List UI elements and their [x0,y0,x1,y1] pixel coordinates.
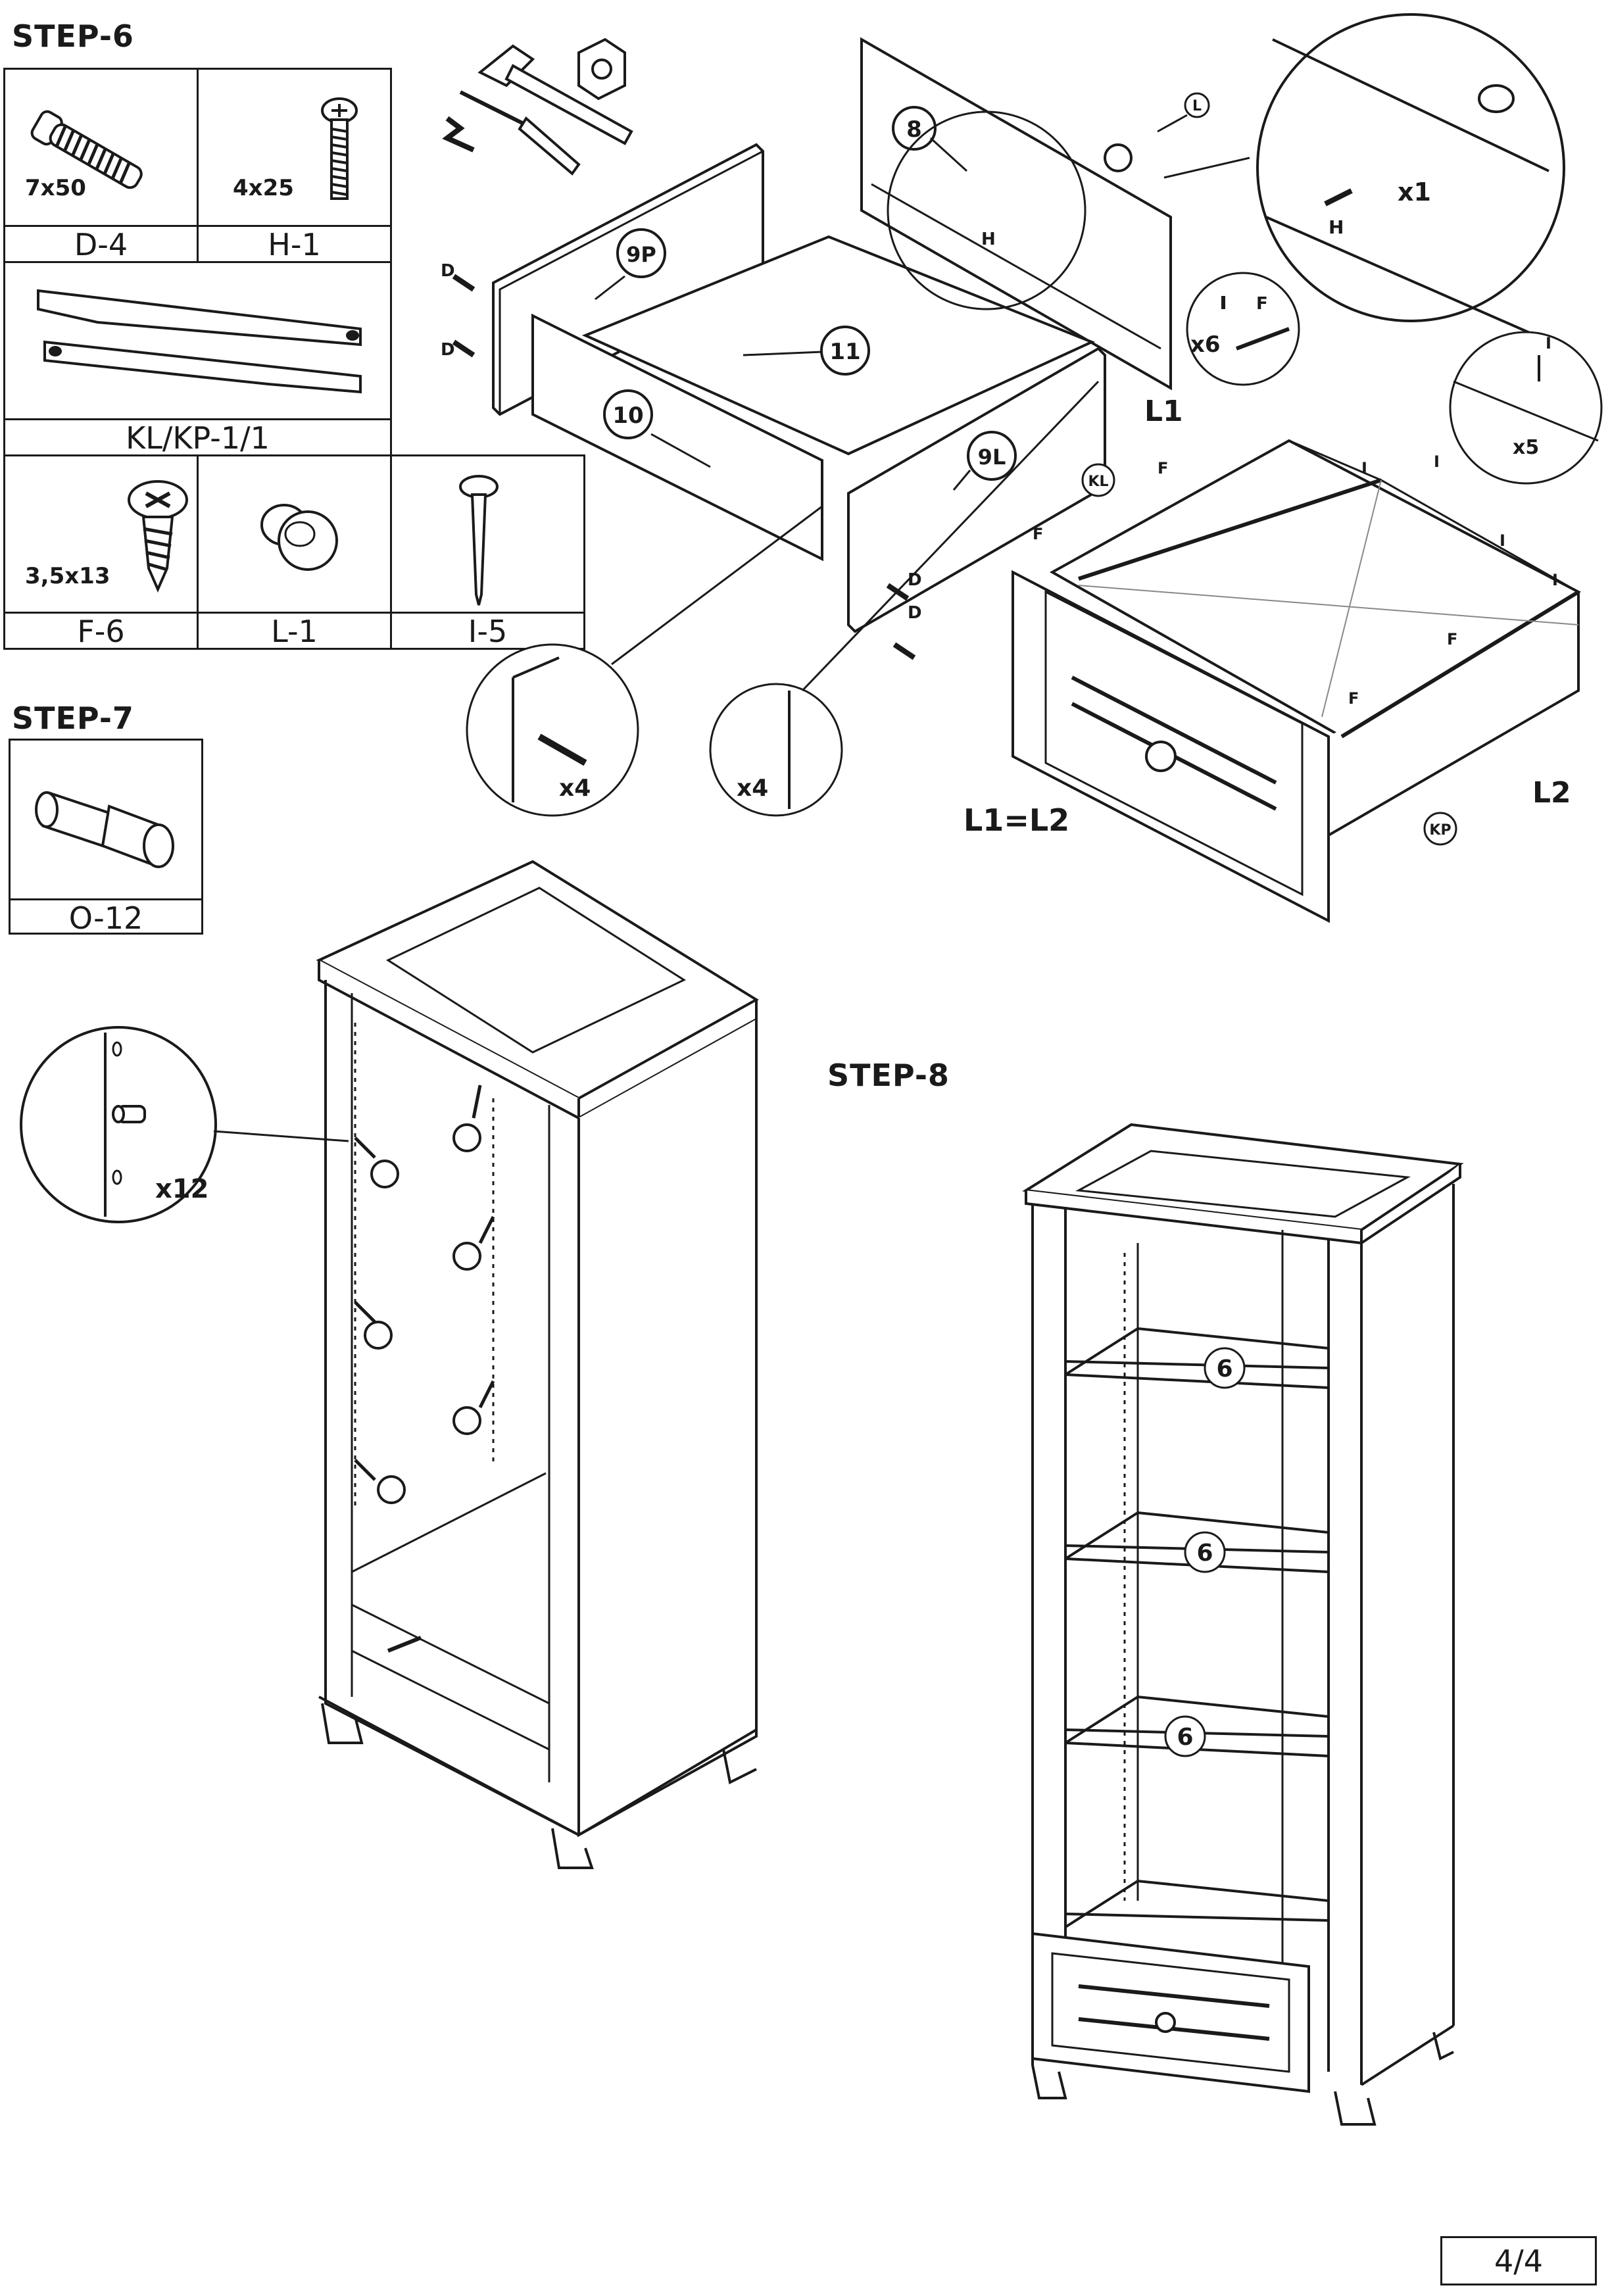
detail-i-circle: I x5 [1449,331,1603,485]
i-mark-2: I [1434,452,1440,471]
panel-8 [860,37,1172,391]
shelf-pin-code: O-12 [11,898,201,937]
cabinet-step-7 [316,860,759,1869]
tools-illustration [442,37,633,176]
hardware-cell-l: L-1 [197,454,392,650]
part-9p-label: 9P [626,242,656,267]
wood-screw-icon [128,480,188,593]
step-6-title: STEP-6 [12,18,134,54]
drawer-runner-icon [37,289,362,394]
l1-label: L1 [1144,395,1183,428]
d-label-4: D [908,603,922,623]
bracket-icon [577,37,626,101]
detail-f-circle: x6 F [1186,272,1300,386]
x1-label: x1 [1398,178,1431,207]
detail-dowel-circle [466,643,639,817]
d-label-2: D [441,340,455,360]
drawer-knob-step8 [1155,2012,1176,2033]
f-mark-3: F [1447,630,1457,648]
knob-code: L-1 [199,612,390,652]
i-mark-3: I [1500,531,1505,550]
f-mark-1: F [1033,525,1043,543]
kl-callout: KL [1088,474,1108,490]
drawer-knob [1145,741,1177,772]
shelf-label-1: 6 [1216,1356,1232,1382]
hardware-cell-kl: KL/KP-1/1 [3,261,392,456]
f-detail-label: F [1256,294,1268,314]
wood-screw-code: F-6 [5,612,197,652]
i-detail-label: I [1546,334,1551,353]
i-mark-1: I [1361,459,1367,477]
d-label-3: D [908,570,922,590]
machine-screw-icon [321,97,358,200]
shelf-label-3: 6 [1177,1724,1193,1751]
f-mark-2: F [1158,459,1168,477]
wood-screw-size: 3,5x13 [25,563,110,589]
step-7-title: STEP-7 [12,700,134,736]
d-label-1: D [441,261,455,281]
screw-size: 4x25 [233,175,294,201]
l-callout: L [1192,98,1202,114]
shelf-pin-icon [35,791,174,868]
panel-10 [531,313,823,562]
part-11-label: 11 [829,339,860,365]
l1-equals-l2: L1=L2 [964,802,1070,838]
knob-mark [1104,143,1133,172]
allen-key-icon [442,116,475,153]
x5-label: x5 [1513,436,1539,459]
knob-icon [260,504,338,571]
hardware-cell-i: I-5 [390,454,585,650]
x4-label-2: x4 [737,775,768,802]
hardware-cell-o: O-12 [9,739,203,937]
dowel-size: 7x50 [25,175,86,201]
h-detail-label: H [1329,216,1344,238]
page-number: 4/4 [1440,2236,1597,2285]
hammer-icon [477,44,633,145]
x12-label: x12 [155,1174,209,1204]
x6-label: x6 [1190,331,1221,358]
part-8-label: 8 [906,116,922,143]
screwdriver-icon [459,90,581,176]
detail-cam-circle [709,683,843,817]
step-8-title: STEP-8 [827,1058,950,1093]
cabinet-step-8: 6 6 6 [1022,1123,1464,2126]
shelf-label-2: 6 [1196,1540,1213,1567]
l2-label: L2 [1532,776,1571,810]
kp-callout: KP [1429,822,1451,839]
x4-label-1: x4 [559,775,591,802]
detail-pin-circle [20,1026,349,1223]
drawer-assembled: L1 L2 KL KP F F F F I I I I [1012,395,1582,923]
hardware-cell-d: 7x50 D-4 [3,68,199,263]
runner-code: KL/KP-1/1 [5,418,390,458]
f-mark-4: F [1348,689,1359,708]
i-mark-4: I [1552,571,1558,589]
hardware-cell-f: 3,5x13 F-6 [3,454,199,650]
nail-code: I-5 [392,612,583,652]
nail-icon [459,475,499,606]
part-9l-label: 9L [978,445,1006,470]
dowel-icon [30,110,143,189]
drawer-exploded-view: 8 9P 11 10 9L D D D D L H x4 x4 [441,37,1210,817]
detail-knob-circle: x1 H [1256,13,1565,337]
screw-code: H-1 [199,225,390,265]
h-callout: H [981,230,996,249]
hardware-cell-h: 4x25 H-1 [197,68,392,263]
dowel-code: D-4 [5,225,197,265]
dowel-marks [452,274,916,660]
part-10-label: 10 [612,403,643,429]
